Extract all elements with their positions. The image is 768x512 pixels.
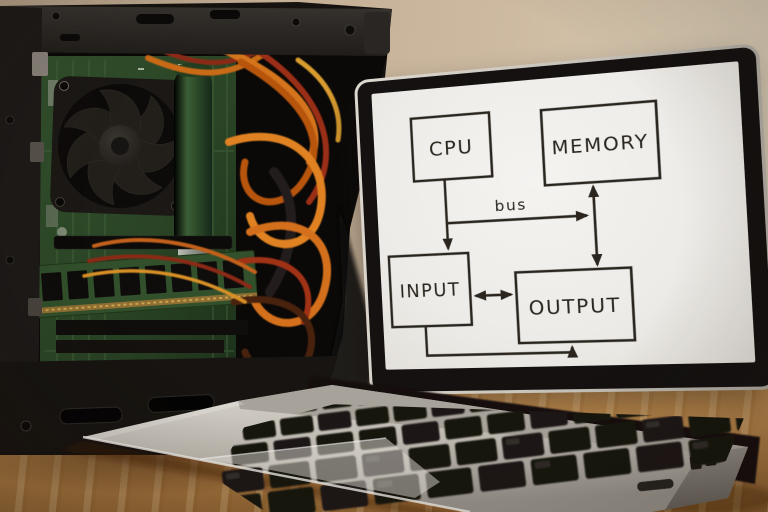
vent-slot	[147, 394, 215, 413]
label-cpu: CPU	[429, 135, 475, 161]
cable	[236, 257, 312, 325]
expansion-slot	[56, 320, 248, 335]
ram-chips	[41, 259, 245, 302]
keyboard-key	[734, 403, 752, 431]
keyboard-key	[668, 354, 700, 367]
keyboard-key	[732, 359, 752, 380]
cable	[92, 238, 257, 274]
keyboard-key	[619, 373, 654, 394]
key-glint	[534, 460, 551, 469]
architecture-diagram: CPU MEMORY INPUT OUTPUT bus	[371, 61, 755, 369]
port-slot	[637, 478, 674, 492]
keyboard-key	[581, 378, 616, 399]
cable	[237, 58, 318, 206]
cable	[295, 57, 342, 143]
case-left-frame	[0, 6, 48, 452]
cable	[82, 269, 247, 304]
cable	[225, 132, 326, 248]
key-glint	[219, 499, 235, 508]
board-component	[46, 205, 58, 227]
laptop-lid: CPU MEMORY INPUT OUTPUT bus	[354, 43, 768, 395]
keyboard-key	[477, 460, 527, 492]
deck-left-edge-highlight	[83, 401, 245, 440]
keyboard-key	[401, 421, 440, 445]
pc-case	[0, 2, 392, 455]
keyboard-key	[694, 364, 729, 385]
keyboard-key	[599, 357, 630, 376]
capacitor	[57, 227, 67, 237]
keyboard-key	[267, 486, 316, 512]
ram-contact-pins	[33, 294, 256, 313]
screw-hole	[20, 420, 32, 432]
screen-bezel: CPU MEMORY INPUT OUTPUT bus	[357, 47, 768, 393]
keyboard-key	[444, 415, 483, 440]
keyboard-key	[529, 365, 561, 384]
keyboard-key	[486, 410, 526, 435]
label-output: OUTPUT	[528, 295, 621, 320]
keyboard-key	[657, 389, 696, 414]
key-glint	[505, 438, 520, 446]
keyboard-key	[594, 421, 638, 449]
cable	[246, 221, 331, 327]
keyboard-key	[635, 441, 684, 473]
fan-hub-cap	[111, 137, 129, 155]
board-component	[48, 80, 58, 106]
cpu-fan	[50, 76, 190, 216]
keyboard-key	[355, 406, 390, 427]
keyboard-key	[494, 370, 526, 389]
keyboard-key	[530, 454, 579, 486]
keyboard-key	[700, 384, 739, 409]
keyboard-key	[214, 493, 264, 512]
key-glint	[225, 472, 240, 480]
keyboard-key	[633, 354, 665, 371]
deck-right-face	[665, 447, 748, 510]
keyboard-key	[548, 426, 592, 454]
vent-slot	[59, 406, 123, 425]
deck-front-edge-highlight	[82, 435, 471, 512]
cable	[87, 254, 252, 289]
keyboard-key	[564, 361, 596, 380]
key-glint	[692, 441, 709, 450]
case-top-frame	[0, 6, 392, 56]
keyboard-key	[320, 480, 369, 512]
key-glint	[645, 420, 660, 428]
keyboard-key	[317, 410, 352, 431]
keyboard-key	[279, 415, 314, 436]
keyboard-key	[656, 369, 692, 390]
label-input: INPUT	[399, 280, 461, 303]
keyboard-key	[703, 354, 735, 363]
keyboard-key	[543, 382, 578, 404]
keyboard-key	[408, 443, 452, 472]
keyboard-key	[614, 394, 654, 419]
trackpad-edge-glint	[199, 437, 387, 460]
expansion-slot	[56, 340, 224, 353]
keyboard-key	[460, 374, 491, 393]
keyboard-key	[742, 379, 752, 403]
trackpad	[200, 438, 440, 498]
label-bus: bus	[494, 197, 527, 216]
laptop-screen: CPU MEMORY INPUT OUTPUT bus	[371, 61, 755, 369]
keyboard-key	[425, 467, 474, 499]
keyboard-key	[583, 448, 632, 479]
keyboard-key	[454, 438, 498, 466]
